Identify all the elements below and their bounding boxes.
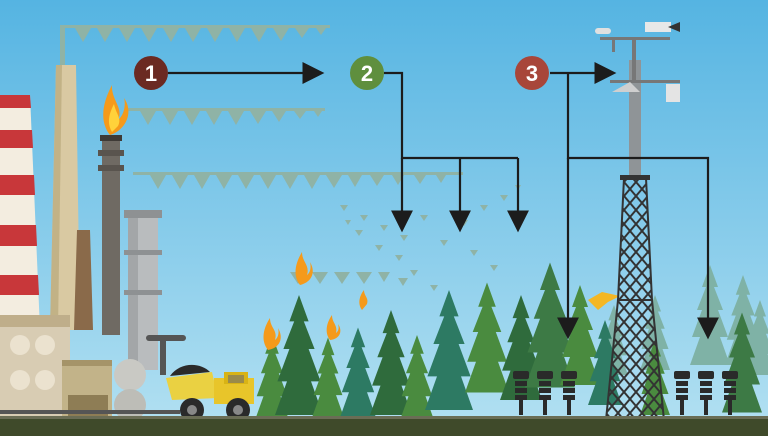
step-badge-3: 3 — [515, 56, 549, 90]
ground — [0, 418, 768, 436]
flare-icon — [103, 85, 129, 135]
emission-plume-lower — [133, 172, 521, 291]
step-number-2: 2 — [361, 61, 373, 86]
dump-truck-icon — [166, 364, 254, 422]
fire-icon — [263, 252, 620, 350]
flow-arrows — [168, 62, 719, 340]
emission-plume-middle — [125, 108, 325, 125]
industrial-facility — [0, 65, 186, 421]
weather-station-icon — [595, 22, 680, 102]
industrial-stack-icon — [0, 95, 40, 330]
process-column — [124, 210, 162, 370]
arrow-step-3-branches — [566, 73, 719, 340]
emission-plume-ground — [290, 272, 408, 286]
step-badge-2-circle — [350, 56, 384, 90]
step-number-3: 3 — [526, 61, 538, 86]
step-badge-2: 2 — [350, 56, 384, 90]
step-badge-3-circle — [515, 56, 549, 90]
step-number-1: 1 — [145, 61, 157, 86]
step-badge-1: 1 — [134, 56, 168, 90]
gas-sampler-group-left — [513, 371, 577, 415]
flare-stack — [98, 135, 124, 335]
storage-tank — [114, 359, 146, 391]
gas-sampler-group-right — [674, 371, 738, 415]
plant-building — [0, 315, 70, 420]
emission-plume-top — [60, 25, 330, 65]
monitoring-tower-icon — [604, 60, 666, 421]
step-badge-1-circle — [134, 56, 168, 90]
